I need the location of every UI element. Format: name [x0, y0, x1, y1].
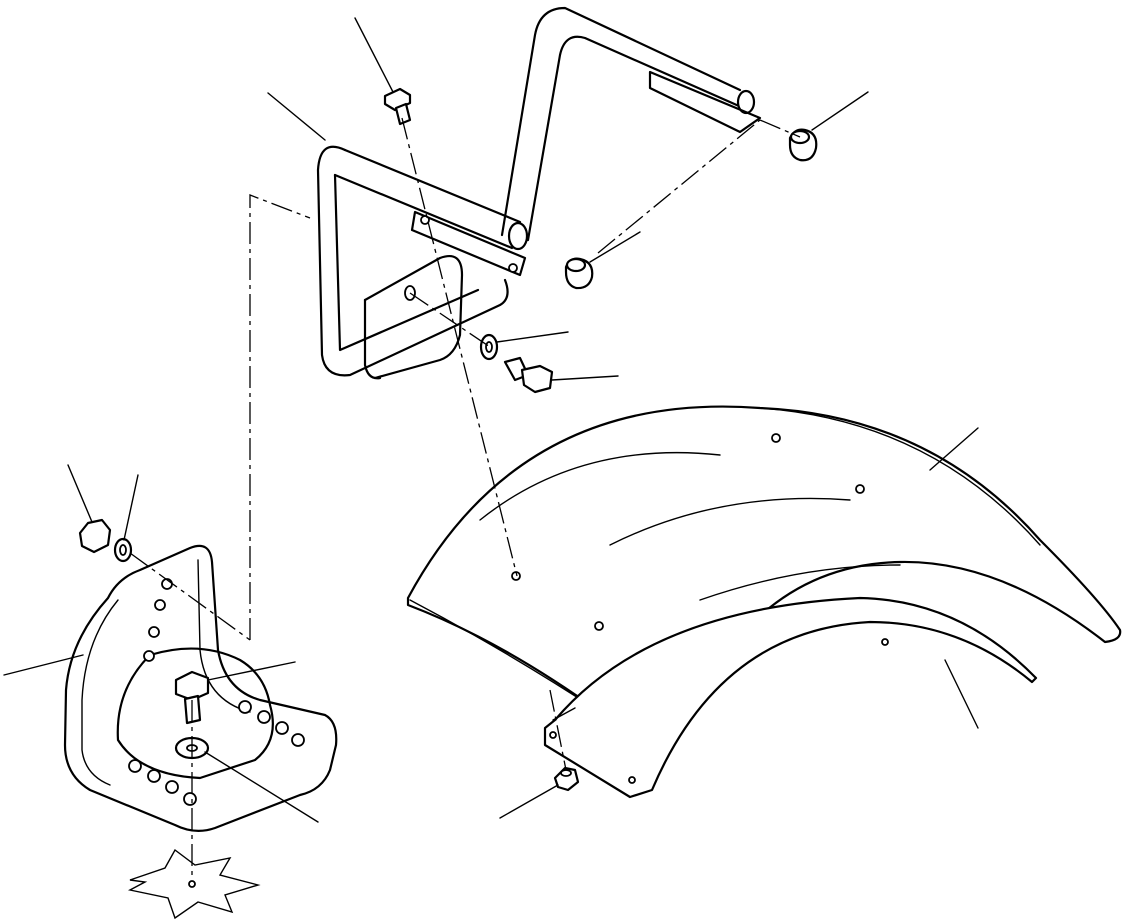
- washer: [481, 335, 497, 359]
- ground-symbol: [130, 850, 258, 918]
- end-cap: [566, 130, 816, 288]
- mount-bolt: [176, 672, 208, 723]
- flange-nut: [555, 768, 578, 790]
- leader-lines: [4, 18, 978, 822]
- plate-bolt: [505, 358, 552, 392]
- assembly-lines: [130, 118, 800, 880]
- lock-washer: [115, 539, 131, 561]
- fender-support: [545, 598, 1036, 797]
- fender: [408, 407, 1120, 715]
- handrail: [318, 8, 760, 378]
- bracket-bolt: [385, 89, 410, 124]
- nut: [80, 520, 110, 552]
